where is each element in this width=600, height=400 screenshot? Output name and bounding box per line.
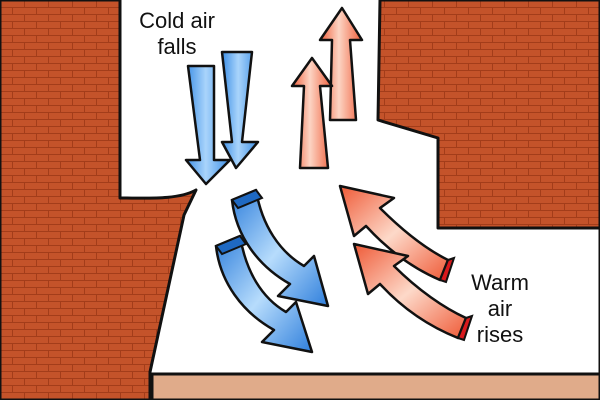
warm-label-line-2: air	[487, 296, 513, 321]
warm-air-swirl-arrows	[338, 184, 474, 342]
cold-air-arrow-icon	[214, 234, 314, 354]
warm-air-arrow-icon	[290, 56, 334, 170]
cold-label-line-1: Cold air	[139, 8, 215, 33]
warm-label-line-3: rises	[476, 322, 524, 347]
warm-air-rising-arrows	[290, 6, 364, 170]
cold-air-falling-arrows	[184, 50, 260, 186]
cold-air-arrow-icon	[220, 50, 260, 170]
cold-label-line-2: falls	[157, 34, 197, 59]
warm-air-arrow-icon	[318, 6, 364, 122]
cold-air-arrow-icon	[230, 188, 330, 308]
warm-label-line-1: Warm	[471, 270, 529, 295]
warm-air-rises-label: Warm air rises	[455, 270, 545, 348]
cold-air-arrow-icon	[184, 64, 232, 186]
cold-air-swirl-arrows	[214, 188, 330, 354]
right-brick-wall	[376, 0, 600, 400]
cold-air-falls-label: Cold air falls	[122, 8, 232, 60]
hearth	[150, 372, 600, 400]
left-brick-wall	[0, 0, 198, 400]
